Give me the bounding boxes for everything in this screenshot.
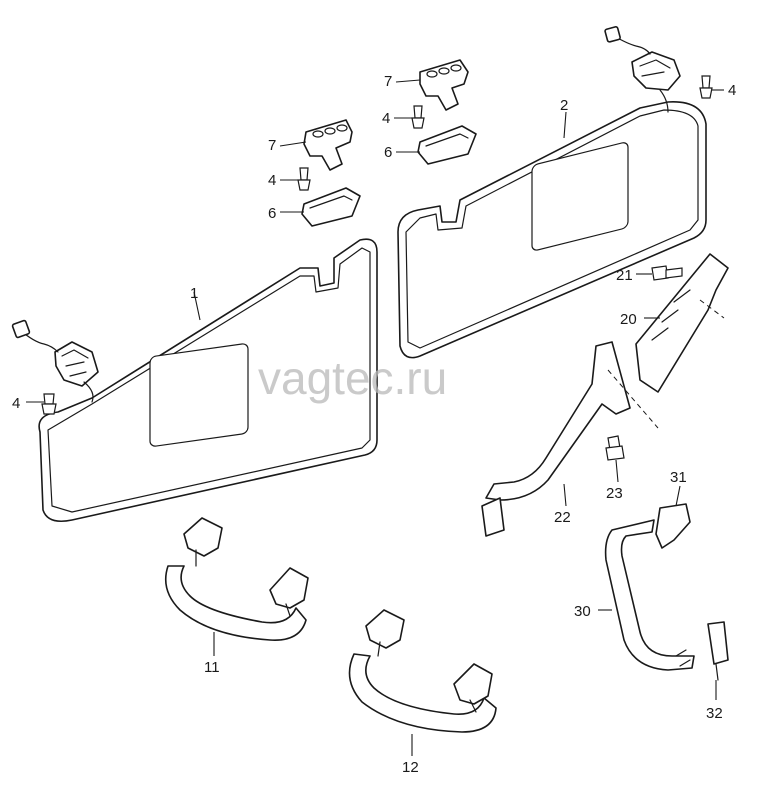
visor-clip-7b <box>419 59 469 111</box>
sun-visor-left <box>38 238 378 523</box>
screw-4b <box>297 167 311 191</box>
cover-cap-32 <box>707 621 729 681</box>
watermark-text: vagtec.ru <box>258 352 447 404</box>
visor-hinge-right <box>604 26 681 113</box>
callout-32: 32 <box>706 705 723 722</box>
callout-6a: 6 <box>268 205 276 222</box>
callout-23: 23 <box>606 485 623 502</box>
screw-4d <box>699 75 713 99</box>
callout-31: 31 <box>670 469 687 486</box>
callout-4d: 4 <box>728 82 736 99</box>
bolt-21 <box>651 265 683 281</box>
callout-21: 21 <box>616 267 633 284</box>
callout-22: 22 <box>554 509 571 526</box>
callout-4a: 4 <box>12 395 20 412</box>
visor-holder-6a <box>301 187 361 227</box>
callout-2: 2 <box>560 97 568 114</box>
grab-handle-11 <box>164 517 309 641</box>
screw-4a <box>41 393 57 415</box>
grab-handle-12 <box>348 609 497 733</box>
visor-hinge-left <box>11 319 99 403</box>
grab-handle-22 <box>481 341 631 537</box>
callout-12: 12 <box>402 759 419 776</box>
callout-1: 1 <box>190 285 198 302</box>
sun-visor-right <box>397 101 707 359</box>
callout-6b: 6 <box>384 144 392 161</box>
callout-4b: 4 <box>268 172 276 189</box>
bracket-20 <box>607 253 729 429</box>
leader-lines <box>26 79 724 756</box>
bolt-23 <box>605 435 625 461</box>
callout-4c: 4 <box>382 110 390 127</box>
screw-4c <box>411 105 425 129</box>
vanity-mirror-left <box>149 343 249 447</box>
callout-labels: 1 2 4 4 4 4 6 6 7 7 11 12 20 21 22 23 30… <box>12 73 736 776</box>
callout-7b: 7 <box>384 73 392 90</box>
cover-cap-31 <box>655 503 691 549</box>
callout-7a: 7 <box>268 137 276 154</box>
callout-30: 30 <box>574 603 591 620</box>
grab-handle-30 <box>604 519 695 671</box>
callout-11: 11 <box>204 659 220 676</box>
visor-holder-6b <box>417 125 477 165</box>
callout-20: 20 <box>620 311 637 328</box>
vanity-mirror-right <box>531 142 629 251</box>
visor-clip-7a <box>303 119 353 171</box>
